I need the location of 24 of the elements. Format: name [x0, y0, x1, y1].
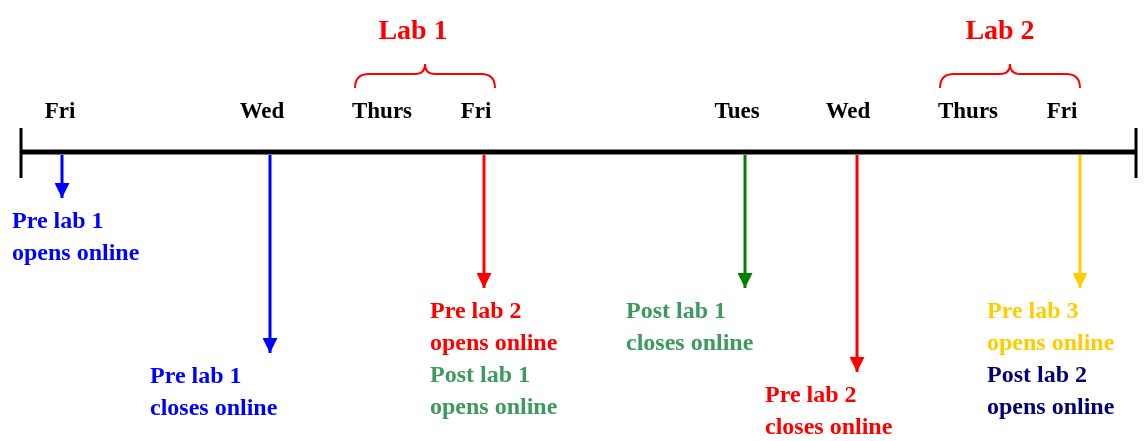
lab-title: Lab 1	[378, 14, 448, 46]
arrow	[849, 155, 865, 372]
day-label: Thurs	[351, 98, 413, 124]
arrow	[737, 155, 753, 288]
event-note: Pre lab 2 closes online	[765, 380, 894, 441]
day-label: Tues	[714, 98, 760, 124]
lab-title: Lab 2	[965, 14, 1035, 46]
day-label: Fri	[460, 98, 492, 124]
event-note: Post lab 1 closes online	[626, 296, 755, 357]
arrow	[262, 155, 278, 353]
arrow	[476, 155, 492, 288]
day-label: Wed	[239, 98, 285, 124]
day-label: Fri	[44, 98, 76, 124]
event-note: Pre lab 3 opens online	[987, 296, 1116, 357]
event-note: Post lab 1 opens online	[430, 360, 559, 421]
event-note: Pre lab 1 closes online	[150, 361, 279, 422]
day-label: Wed	[825, 98, 871, 124]
event-note: Pre lab 1 opens online	[12, 206, 141, 267]
day-label: Fri	[1046, 98, 1078, 124]
event-note: Post lab 2 opens online	[987, 360, 1116, 421]
arrow	[1072, 155, 1088, 288]
event-note: Pre lab 2 opens online	[430, 296, 559, 357]
day-label: Thurs	[937, 98, 999, 124]
arrow	[54, 155, 70, 198]
